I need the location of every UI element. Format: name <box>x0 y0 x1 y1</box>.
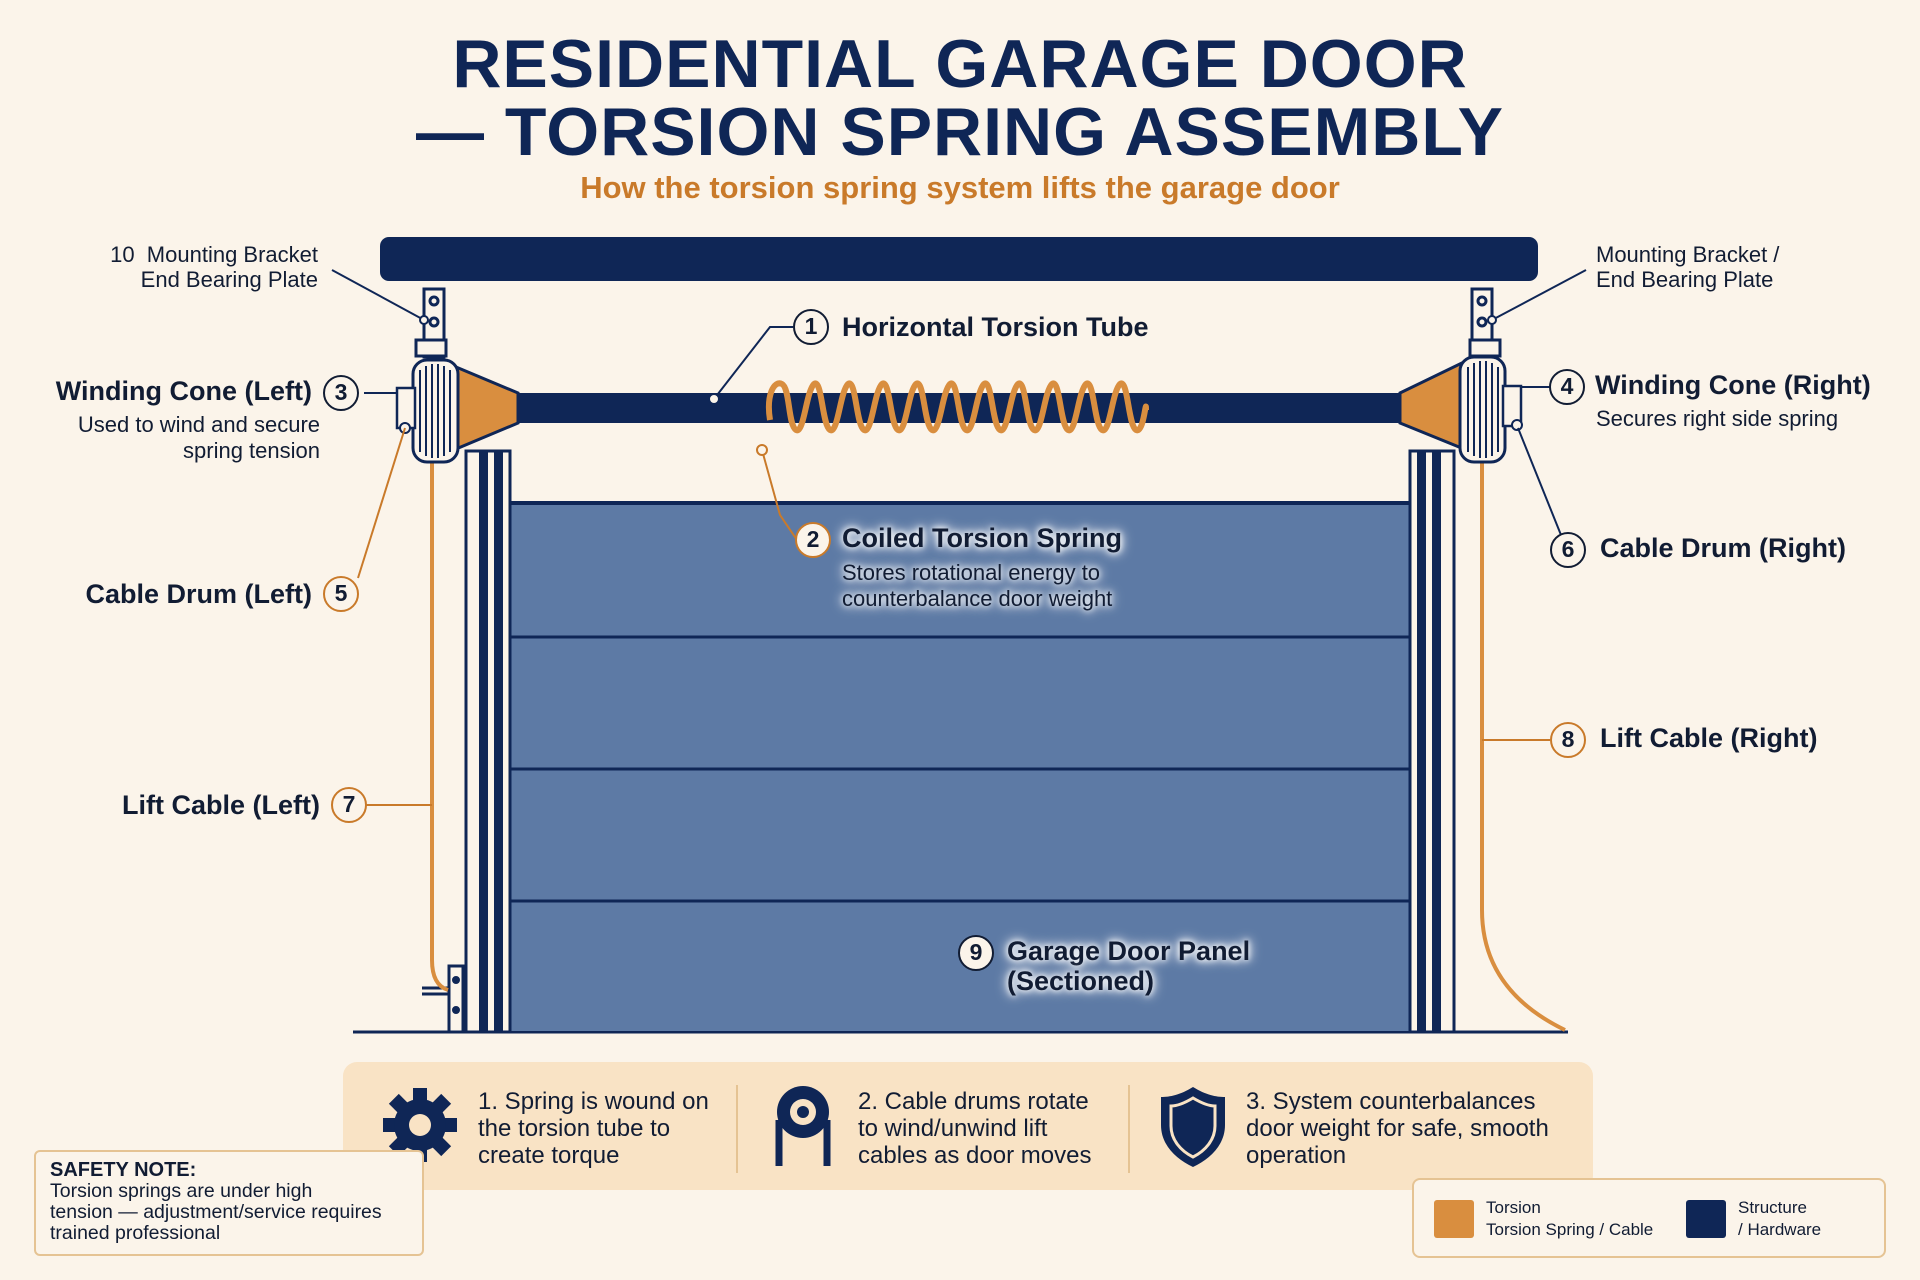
step-2-line3: cables as door moves <box>858 1142 1092 1170</box>
step-2-line1: 2. Cable drums rotate <box>858 1088 1089 1115</box>
cable-drum-icon <box>775 1086 831 1166</box>
step-1-line1: 1. Spring is wound on <box>478 1088 709 1115</box>
step-3-line1: 3. System counterbalances <box>1246 1088 1536 1115</box>
winding-cone-right <box>1398 359 1466 452</box>
legend-navy-text: Structure / Hardware <box>1738 1197 1821 1241</box>
shield-icon <box>1161 1087 1225 1167</box>
step-1-line2: the torsion tube to <box>478 1115 671 1143</box>
legend-orange-text: Torsion Torsion Spring / Cable <box>1486 1197 1653 1241</box>
cone-left-desc-line2: spring tension <box>183 438 320 464</box>
badge-4: 4 <box>1549 369 1585 405</box>
label-cone-left: Winding Cone (Left) <box>55 376 312 406</box>
panel-line2: (Sectioned) <box>1007 965 1155 996</box>
safety-line3: trained professional <box>50 1222 221 1245</box>
safety-title: SAFETY NOTE: <box>50 1159 197 1181</box>
spring-desc-line2: counterbalance door weight <box>842 586 1113 612</box>
mounting-bracket-right <box>1468 287 1502 359</box>
step-divider-2 <box>1128 1085 1130 1173</box>
legend-swatch-orange <box>1434 1200 1474 1238</box>
torsion-spring <box>766 380 1149 434</box>
badge-7: 7 <box>331 787 367 823</box>
badge-8: 8 <box>1550 722 1586 758</box>
legend-orange-line2: Torsion Spring / Cable <box>1486 1220 1654 1240</box>
leader-bracket-left <box>331 269 425 321</box>
page-title-line1: RESIDENTIAL GARAGE DOOR <box>452 26 1468 102</box>
legend-navy-line2: / Hardware <box>1738 1220 1822 1240</box>
label-drum-right: Cable Drum (Right) <box>1600 533 1846 563</box>
badge-3: 3 <box>323 375 359 411</box>
badge-2: 2 <box>795 522 831 558</box>
page-title-line2: — TORSION SPRING ASSEMBLY <box>416 94 1504 170</box>
leader-torsion-tube <box>713 326 793 400</box>
step-3-line3: operation <box>1246 1142 1347 1170</box>
step-1-line3: create torque <box>478 1142 620 1170</box>
cone-right-desc: Secures right side spring <box>1596 406 1839 431</box>
badge-6: 6 <box>1550 532 1586 568</box>
badge-5: 5 <box>323 576 359 612</box>
spring-desc: Stores rotational energy to counterbalan… <box>842 560 1112 613</box>
mounting-bracket-left <box>414 287 448 359</box>
process-steps-band <box>343 1062 1593 1190</box>
label-drum-left: Cable Drum (Left) <box>85 579 312 609</box>
cable-drum-right <box>1458 355 1523 464</box>
lift-cable-left <box>430 425 449 992</box>
lift-cable-right <box>1480 432 1566 1032</box>
header-beam <box>380 237 1538 281</box>
label-bracket-right: Mounting Bracket / End Bearing Plate <box>1596 242 1779 293</box>
badge-1: 1 <box>793 309 829 345</box>
bracket-left-line1: Mounting Bracket <box>146 242 318 267</box>
bracket-left-line2: End Bearing Plate <box>140 267 318 293</box>
label-bracket-left: 10 Mounting Bracket End Bearing Plate <box>60 242 318 293</box>
step-divider-1 <box>736 1085 738 1173</box>
safety-note: SAFETY NOTE: Torsion springs are under h… <box>34 1150 424 1256</box>
label-torsion-tube: Horizontal Torsion Tube <box>842 312 1149 342</box>
cone-left-desc-line1: Used to wind and secure <box>77 412 320 437</box>
label-cable-left: Lift Cable (Left) <box>122 790 320 820</box>
spring-desc-line1: Stores rotational energy to <box>842 560 1101 585</box>
step-3-line2: door weight for safe, smooth <box>1246 1115 1549 1143</box>
badge-9: 9 <box>958 935 994 971</box>
bracket-left-number: 10 <box>110 242 135 267</box>
legend-navy-line1: Structure <box>1738 1198 1807 1217</box>
legend-swatch-navy <box>1686 1200 1726 1238</box>
cable-drum-left <box>395 358 460 464</box>
leader-spring <box>761 449 798 541</box>
panel-line1: Garage Door Panel <box>1007 936 1251 966</box>
leader-bracket-right <box>1491 269 1587 321</box>
cone-left-desc: Used to wind and secure spring tension <box>40 412 320 465</box>
legend-orange-line1: Torsion <box>1486 1198 1541 1217</box>
step-3-text: 3. System counterbalances door weight fo… <box>1246 1088 1549 1169</box>
gear-icon <box>383 1088 457 1162</box>
bracket-right-line2: End Bearing Plate <box>1596 267 1774 293</box>
step-1-text: 1. Spring is wound on the torsion tube t… <box>478 1088 709 1169</box>
step-2-line2: to wind/unwind lift <box>858 1115 1048 1143</box>
bracket-right-line1: Mounting Bracket / <box>1596 242 1780 267</box>
label-panel: Garage Door Panel (Sectioned) <box>1007 936 1251 996</box>
bottom-bracket-left <box>422 964 465 1034</box>
step-2-text: 2. Cable drums rotate to wind/unwind lif… <box>858 1088 1091 1169</box>
leader-drum-right <box>1517 427 1562 536</box>
left-track <box>464 449 512 1034</box>
label-cable-right: Lift Cable (Right) <box>1600 723 1818 753</box>
label-spring: Coiled Torsion Spring <box>842 523 1122 553</box>
right-track <box>1408 449 1456 1034</box>
label-cone-right: Winding Cone (Right) <box>1595 370 1871 400</box>
leader-drum-left <box>357 427 406 579</box>
legend: Torsion Torsion Spring / Cable Structure… <box>1412 1178 1886 1258</box>
page-subtitle: How the torsion spring system lifts the … <box>580 170 1340 205</box>
safety-line2: tension — adjustment/service requires <box>50 1201 382 1224</box>
winding-cone-left <box>454 364 520 452</box>
safety-line1: Torsion springs are under high <box>50 1180 313 1202</box>
